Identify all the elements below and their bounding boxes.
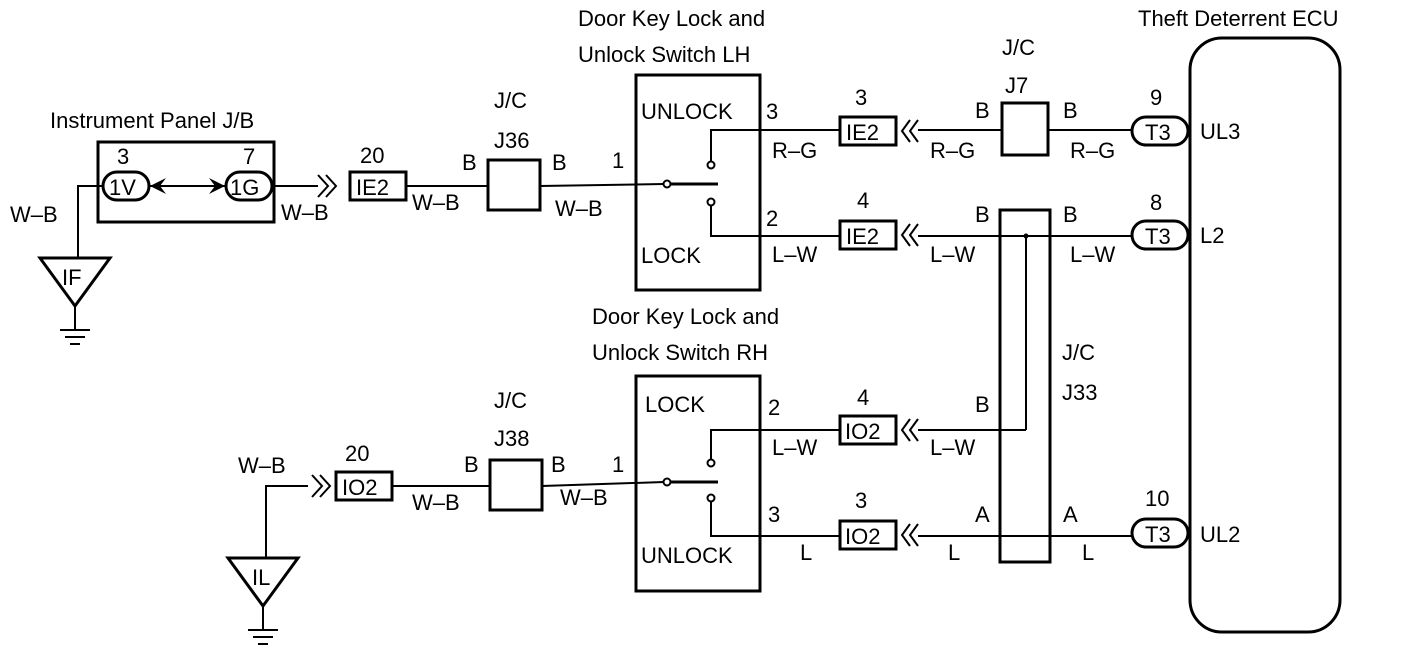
jc-label-j38: J/C — [494, 388, 527, 413]
connector-io2-pin3: IO2 — [838, 519, 898, 551]
connector-io2-pin20: IO2 — [334, 470, 394, 502]
connector-t3-ul2: T3 — [1130, 517, 1190, 549]
j36-pin-b-left: B — [462, 150, 477, 175]
switch-rh-pin-2: 2 — [768, 395, 780, 420]
svg-text:IE2: IE2 — [356, 175, 389, 200]
wire-wb-3: W–B — [555, 196, 603, 221]
svg-text:IO2: IO2 — [342, 475, 377, 500]
ipjb-pin-7: 7 — [243, 144, 255, 169]
junction-j7-label: J7 — [1005, 73, 1028, 98]
connector-t3-ul3: T3 — [1130, 115, 1190, 147]
theft-deterrent-ecu — [1188, 36, 1342, 634]
switch-lh-title-1: Door Key Lock and — [578, 6, 765, 31]
connector-io2-pin4: IO2 — [838, 414, 898, 446]
wire-wb-2: W–B — [412, 190, 460, 215]
ground-il-label: IL — [252, 565, 270, 590]
switch-rh-title-1: Door Key Lock and — [592, 304, 779, 329]
wire-rg-3: R–G — [1070, 138, 1115, 163]
switch-rh-unlock: UNLOCK — [641, 543, 733, 568]
jc-label-j7: J/C — [1002, 35, 1035, 60]
wire-lw-3: L–W — [1070, 242, 1115, 267]
pin-10: 10 — [1145, 486, 1169, 511]
switch-lh-pin-3: 3 — [766, 99, 778, 124]
ecu-terminal-ul2: UL2 — [1200, 522, 1240, 547]
wire-lw-1: L–W — [772, 242, 817, 267]
switch-lh-lock: LOCK — [641, 243, 701, 268]
ground-il-symbol — [225, 556, 301, 609]
wire-lw-5: L–W — [930, 435, 975, 460]
j36-pin-b-right: B — [552, 150, 567, 175]
svg-text:1G: 1G — [230, 175, 259, 200]
wire-wb-il: W–B — [238, 453, 286, 478]
connector-ie2-pin20: IE2 — [348, 170, 408, 202]
svg-text:IE2: IE2 — [846, 120, 879, 145]
j33-pin-b-left-top: B — [975, 202, 990, 227]
wire-l-3: L — [1082, 540, 1094, 565]
switch-lh-pin-1: 1 — [612, 148, 624, 173]
svg-text:1V: 1V — [109, 175, 136, 200]
junction-j33-label: J33 — [1062, 380, 1097, 405]
j38-pin-b-left: B — [464, 452, 479, 477]
switch-rh-pin-1: 1 — [612, 452, 624, 477]
junction-j38 — [488, 458, 544, 512]
pin-9: 9 — [1150, 85, 1162, 110]
ground-if-label: IF — [62, 265, 82, 290]
ipjb-pin-3: 3 — [117, 144, 129, 169]
wire-rg-2: R–G — [930, 138, 975, 163]
ground-if-symbol — [37, 256, 113, 309]
j7-pin-b-left: B — [975, 98, 990, 123]
svg-text:T3: T3 — [1145, 120, 1171, 145]
ip-jb-title: Instrument Panel J/B — [50, 108, 254, 133]
wire-wb-5: W–B — [560, 485, 608, 510]
jc-label-j36: J/C — [494, 88, 527, 113]
svg-text:IO2: IO2 — [845, 524, 880, 549]
svg-text:T3: T3 — [1145, 224, 1171, 249]
j33-pin-b-left-bottom: B — [975, 392, 990, 417]
ie2-pin-20: 20 — [360, 143, 384, 168]
svg-text:IO2: IO2 — [845, 419, 880, 444]
wire-lw-4: L–W — [772, 435, 817, 460]
switch-rh-lock: LOCK — [645, 392, 705, 417]
svg-text:IE2: IE2 — [846, 224, 879, 249]
switch-rh-title-2: Unlock Switch RH — [592, 340, 768, 365]
junction-j38-label: J38 — [494, 426, 529, 451]
j33-pin-b-right: B — [1063, 202, 1078, 227]
connector-1g: 1G — [224, 170, 274, 202]
j38-pin-b-right: B — [551, 452, 566, 477]
junction-j36-label: J36 — [494, 128, 529, 153]
wire-rg-1: R–G — [772, 138, 817, 163]
svg-text:T3: T3 — [1145, 522, 1171, 547]
connector-ie2-pin3: IE2 — [838, 115, 898, 147]
jc-label-j33: J/C — [1062, 340, 1095, 365]
switch-rh-pin-3: 3 — [768, 502, 780, 527]
wire-wb-4: W–B — [412, 490, 460, 515]
io2-pin-3: 3 — [855, 488, 867, 513]
ecu-title: Theft Deterrent ECU — [1138, 6, 1339, 31]
io2-pin-4: 4 — [857, 385, 869, 410]
ecu-terminal-l2: L2 — [1200, 223, 1224, 248]
io2-pin-20: 20 — [345, 441, 369, 466]
switch-lh-pin-2: 2 — [766, 206, 778, 231]
wire-wb-1: W–B — [281, 200, 329, 225]
connector-t3-l2: T3 — [1130, 219, 1190, 251]
j33-pin-a-right: A — [1063, 502, 1078, 527]
switch-lh-unlock: UNLOCK — [641, 99, 733, 124]
wire-lw-2: L–W — [930, 242, 975, 267]
j33-pin-a-left: A — [975, 502, 990, 527]
ie2-pin-4: 4 — [857, 188, 869, 213]
ie2-pin-3: 3 — [855, 85, 867, 110]
ecu-terminal-ul3: UL3 — [1200, 119, 1240, 144]
junction-j36 — [486, 158, 542, 212]
connector-1v: 1V — [101, 170, 151, 202]
pin-8: 8 — [1150, 190, 1162, 215]
wire-l-1: L — [800, 540, 812, 565]
wire-wb-if: W–B — [10, 202, 58, 227]
junction-j7 — [1000, 101, 1050, 157]
connector-ie2-pin4: IE2 — [838, 219, 898, 251]
j7-pin-b-right: B — [1063, 98, 1078, 123]
wire-l-2: L — [948, 540, 960, 565]
switch-lh-title-2: Unlock Switch LH — [578, 42, 750, 67]
